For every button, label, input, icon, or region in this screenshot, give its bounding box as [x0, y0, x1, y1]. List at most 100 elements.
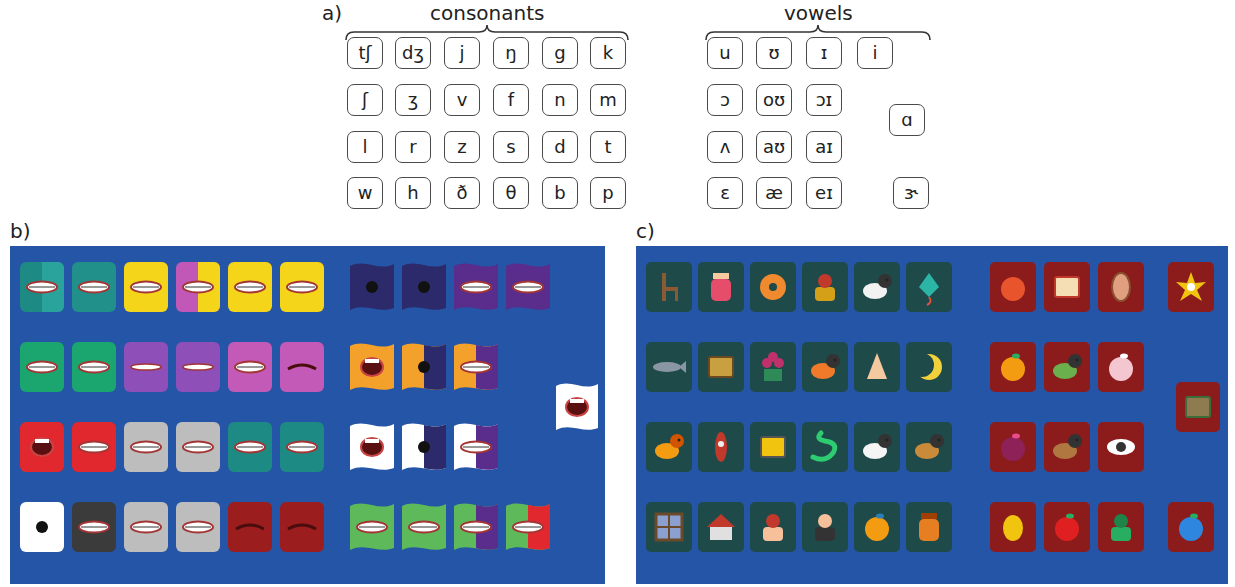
flag-tile — [454, 263, 498, 310]
panel-letter: a) — [322, 2, 342, 24]
tile-ground — [1098, 262, 1144, 312]
tile-ground — [750, 422, 796, 472]
animal-eye — [834, 359, 837, 362]
group-heading: consonants — [430, 2, 544, 24]
tile-ground — [802, 262, 848, 312]
phoneme-box: ð — [444, 177, 480, 209]
teeth-line — [81, 287, 107, 288]
tile-ground — [1168, 502, 1214, 552]
phoneme-symbol: ɔ — [720, 91, 730, 109]
picture-tile — [1098, 342, 1144, 392]
teeth-line — [81, 527, 107, 528]
phoneme-box: tʃ — [347, 37, 383, 69]
picture-tile — [1168, 502, 1214, 552]
mouth-tile — [124, 502, 168, 552]
square-tile — [280, 342, 324, 392]
phoneme-symbol: w — [358, 184, 373, 202]
picture-tile — [802, 262, 848, 312]
teeth-line — [29, 367, 55, 368]
mouth-tile — [454, 343, 498, 390]
picture-tile — [990, 502, 1036, 552]
mouth-tile — [124, 342, 168, 392]
tile-ground — [1044, 422, 1090, 472]
phoneme-box: r — [395, 131, 431, 163]
round-icon — [1055, 517, 1079, 541]
tile-ground — [854, 502, 900, 552]
tile-ground — [1044, 262, 1090, 312]
flag-tile — [476, 503, 498, 550]
square-tile — [72, 262, 116, 312]
phoneme-box: m — [590, 84, 626, 116]
round-mouth — [366, 281, 378, 293]
flag-tile — [476, 343, 498, 390]
phoneme-symbol: ɑ — [901, 111, 912, 129]
square-tile — [280, 502, 324, 552]
picture-panel — [636, 246, 1228, 584]
phoneme-symbol: n — [554, 91, 565, 109]
flower-bloom — [768, 352, 778, 362]
rocket-window — [718, 441, 724, 447]
mouth — [131, 442, 161, 453]
mouth — [79, 522, 109, 533]
phoneme-symbol: i — [872, 44, 877, 62]
square-tile — [20, 342, 64, 392]
flag-tile — [506, 263, 550, 310]
phoneme-symbol: aɪ — [815, 138, 833, 156]
tile-ground — [750, 342, 796, 392]
phoneme-symbol: h — [407, 184, 418, 202]
phoneme-box: θ — [493, 177, 529, 209]
box-icon — [761, 437, 785, 457]
person-body — [1111, 527, 1131, 541]
phoneme-symbol: aʊ — [763, 138, 785, 156]
picture-tile — [1098, 502, 1144, 552]
phoneme-box: ʊ — [756, 37, 792, 69]
phoneme-box: ɝ — [893, 177, 929, 209]
flag-tile — [402, 343, 446, 390]
teeth-line — [81, 447, 107, 448]
phoneme-box: ŋ — [493, 37, 529, 69]
tile-ground — [802, 422, 848, 472]
phoneme-box: d — [542, 131, 578, 163]
mouth — [79, 362, 109, 373]
mouth — [235, 282, 265, 293]
picture-tile — [750, 262, 796, 312]
phoneme-symbol: ʌ — [720, 138, 731, 156]
round-mouth — [36, 521, 48, 533]
picture-tile — [646, 502, 692, 552]
picture-tile — [906, 422, 952, 472]
tile-ground — [854, 342, 900, 392]
flag-tile — [350, 263, 394, 310]
phoneme-symbol: v — [457, 91, 468, 109]
square-tile — [72, 502, 116, 552]
animal-eye — [1076, 439, 1079, 442]
closed-mouth — [288, 525, 316, 529]
jar-icon — [919, 519, 939, 541]
round-mouth — [418, 281, 430, 293]
mouth-tile — [556, 383, 598, 430]
square-tile — [20, 502, 64, 552]
mouth — [27, 362, 57, 373]
square-tile — [280, 262, 324, 312]
square-tile — [228, 422, 272, 472]
picture-tile — [646, 342, 692, 392]
mouth — [183, 282, 213, 293]
mouth — [131, 364, 161, 370]
phoneme-box: f — [493, 84, 529, 116]
tile-ground — [854, 262, 900, 312]
kite-icon — [919, 273, 939, 297]
window-bars — [656, 514, 682, 540]
ear-icon — [1112, 273, 1130, 301]
teeth-line — [133, 447, 159, 448]
mouth-tile — [506, 263, 550, 310]
round-icon — [1001, 437, 1025, 461]
mouth — [461, 522, 491, 533]
flag-tile — [350, 503, 394, 550]
tile-ground — [1098, 502, 1144, 552]
picture-tile — [906, 262, 952, 312]
square-tile — [198, 262, 220, 312]
picture-tile — [750, 422, 796, 472]
eye-pupil — [1116, 442, 1126, 452]
tile-ground — [906, 422, 952, 472]
picture-tile — [854, 422, 900, 472]
square-tile — [176, 342, 220, 392]
